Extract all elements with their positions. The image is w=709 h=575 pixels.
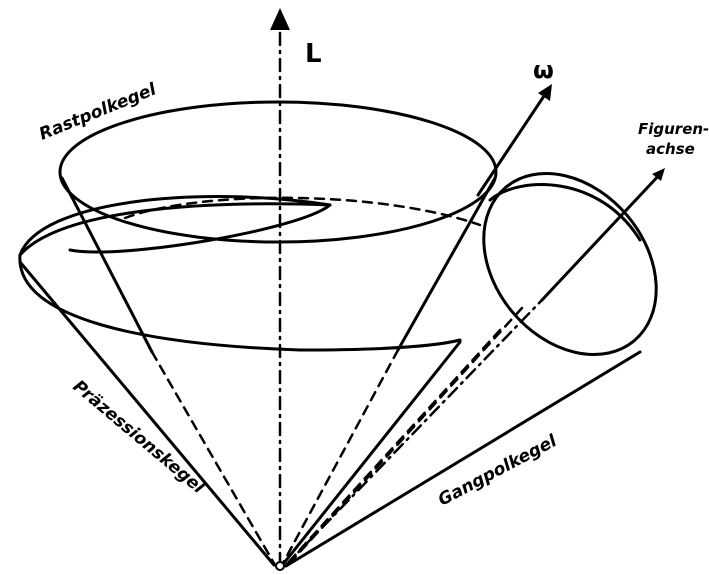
precession-cone-rim	[18, 195, 462, 352]
rest-pole-cone-rim	[58, 100, 498, 244]
figure-axis-vector	[540, 170, 664, 302]
precession-cone-rim-back	[18, 202, 332, 257]
omega-vector	[476, 88, 550, 197]
figure-axis-dashdot	[284, 298, 544, 567]
precession-cone-left-edge	[18, 260, 276, 567]
figurenachse-label-2: achse	[646, 140, 695, 158]
figurenachse-label-1: Figuren-	[638, 120, 709, 138]
rest-pole-cone-right-edge	[396, 176, 497, 352]
figure-axis-arrow-head	[652, 168, 665, 181]
rest-pole-cone-left-edge	[60, 176, 154, 354]
praezessionskegel-label: Präzessionskegel	[69, 377, 209, 499]
cone-vertex	[275, 561, 285, 571]
rest-pole-cone-back-dashed	[123, 196, 482, 227]
omega-label: ω	[533, 56, 554, 84]
rest-pole-cone-left-dashed	[150, 350, 277, 567]
axis-arrow-head	[270, 8, 290, 30]
axis-l-label: L	[305, 39, 322, 69]
rest-pole-cone-right-dashed	[280, 348, 400, 567]
body-cone-lower-edge	[284, 350, 642, 568]
body-cone-rim-top	[488, 183, 642, 242]
gangpolkegel-label: Gangpolkegel	[435, 431, 561, 511]
omega-arrow-head	[538, 84, 552, 101]
body-cone-rim	[482, 171, 658, 357]
rastpolkegel-label: Rastpolkegel	[36, 79, 160, 145]
body-cone-dashed-1	[284, 328, 502, 567]
precession-cone-right-edge	[282, 340, 462, 565]
